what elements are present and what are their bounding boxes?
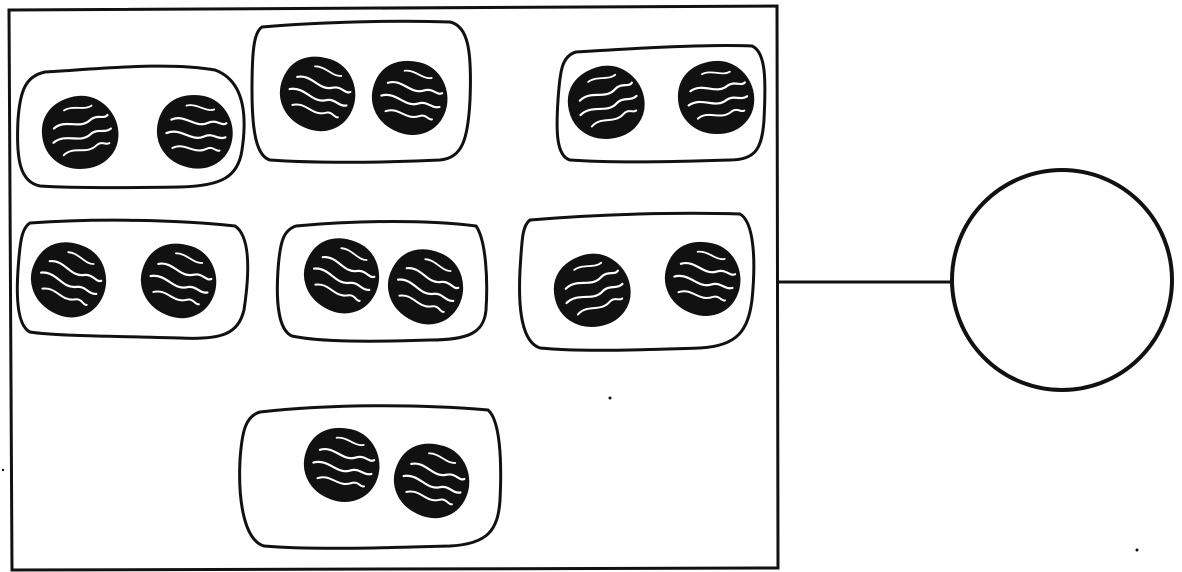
nut bbox=[377, 239, 474, 335]
nut bbox=[132, 234, 226, 326]
speck bbox=[1136, 549, 1139, 552]
nut bbox=[293, 228, 390, 324]
group-7 bbox=[240, 406, 501, 549]
answer-circle[interactable] bbox=[952, 170, 1172, 390]
nut bbox=[271, 47, 365, 139]
group-1 bbox=[18, 66, 245, 188]
nut bbox=[658, 235, 748, 323]
group-2 bbox=[252, 21, 470, 162]
nut bbox=[547, 247, 637, 335]
nut bbox=[561, 59, 651, 147]
speck bbox=[609, 397, 612, 400]
nut bbox=[297, 421, 387, 509]
group-4 bbox=[17, 220, 247, 338]
group-5 bbox=[277, 222, 486, 342]
speck bbox=[2, 469, 4, 471]
nut bbox=[153, 91, 236, 172]
group-3 bbox=[557, 45, 765, 161]
nut bbox=[385, 434, 479, 526]
group-6 bbox=[520, 213, 754, 350]
nut bbox=[365, 54, 455, 142]
nut bbox=[20, 232, 117, 328]
nut bbox=[37, 91, 122, 174]
nut bbox=[676, 59, 756, 136]
